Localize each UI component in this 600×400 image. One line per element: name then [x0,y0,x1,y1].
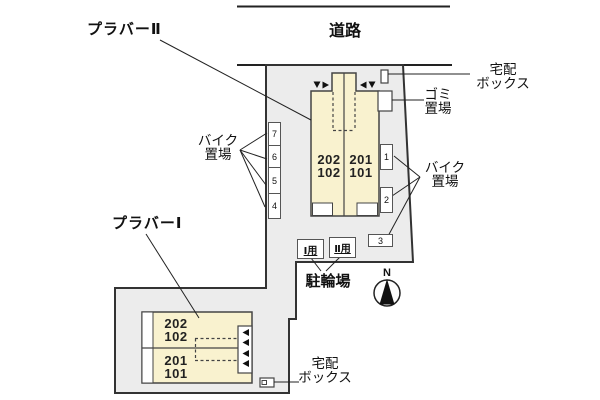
bike-parking-left-label: バイク 置場 [197,133,239,162]
building1-dashed-paths [194,337,237,362]
delivery-box-top-label: 宅配 ボックス [476,62,530,91]
bike-parking-right-label: バイク 置場 [424,160,466,189]
building2-porch-right [356,202,378,216]
building1-name-label: プラバーⅠ [112,215,183,232]
bike-spot-3: 3 [368,234,393,247]
delivery-box-top-icon [380,69,389,84]
building2-porch-left [312,202,333,216]
bicycle-box-building1: Ⅰ用 [297,239,324,259]
building1-shape [141,311,253,384]
bike-spot-4: 4 [268,193,281,219]
compass-north-label: N [383,267,391,279]
bike-spot-6: 6 [268,145,281,168]
building1-unit-top-label: 202 102 [164,316,188,344]
building2-stairs-dashed [332,92,356,132]
compass-icon [373,279,401,307]
garbage-area-label: ゴミ 置場 [424,87,452,116]
bike-spot-5: 5 [268,167,281,194]
building2-unit-left-label: 202 102 [317,152,341,180]
bike-spot-2: 2 [380,187,393,213]
building1-unit-bottom-label: 201 101 [164,353,188,381]
delivery-box-bottom-label: 宅配 ボックス [298,356,352,385]
building1-entry-arrows-icon [242,329,249,367]
garbage-area-box [377,90,393,112]
leader-lines [145,39,470,383]
building2-name-label: プラバーⅡ [87,21,162,38]
building2-shape [310,72,380,217]
bike-spot-7: 7 [268,122,281,146]
building2-entry-arrows-icon [313,81,376,89]
bike-spot-1: 1 [380,144,393,170]
bicycle-box-building2: Ⅱ用 [329,237,356,258]
delivery-box-bottom-icon [259,377,275,388]
bicycle-parking-label: 駐輪場 [305,273,351,290]
road-label: 道路 [328,23,362,40]
building2-unit-right-label: 201 101 [349,152,373,180]
